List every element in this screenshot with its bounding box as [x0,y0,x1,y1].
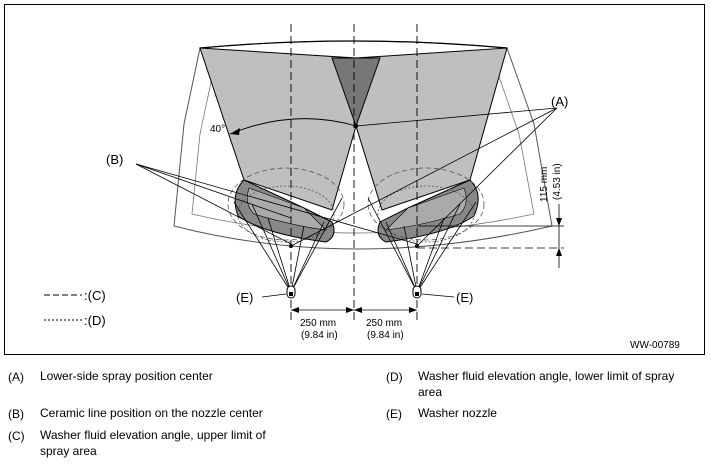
callout-e-left-leader [261,293,287,298]
legend-text-a: Lower-side spray position center [40,369,213,383]
legend-text-c-line1: Washer fluid elevation angle, upper limi… [40,428,266,442]
legend-label-d: :(D) [84,313,106,328]
right-nozzle-icon [412,285,422,299]
dim-arrow-top [556,218,562,226]
legend-text-b: Ceramic line position on the nozzle cent… [40,406,263,420]
callout-e-right: (E) [456,290,473,305]
legend-key-a: (A) [8,370,24,384]
right-spacing-mm: 250 mm [366,318,402,329]
callout-a: (A) [551,94,568,109]
legend-text-c-line2: spray area [40,444,97,458]
dim-vertical-mm: 115 mm [539,167,550,202]
callout-b-leader-2 [135,163,418,245]
legend-key-c: (C) [8,429,25,443]
legend-key-b: (B) [8,407,24,421]
right-spacing-in: (9.84 in) [367,330,404,341]
callout-e-right-leader [421,293,455,298]
left-spacing-in: (9.84 in) [301,330,338,341]
figure-frame [4,4,705,355]
upper-center-dot [353,123,359,129]
dim-arrow-bottom [556,248,562,256]
overlap-area [331,57,381,128]
legend-text-d-line2: area [418,385,443,399]
left-lower-spray-inner [247,187,327,231]
right-lower-limit-outline [377,185,475,243]
left-upper-limit-outline [227,167,345,241]
legend-key-d: (D) [386,370,403,384]
callout-a-leader-2 [416,107,558,247]
callout-b-leader-1 [135,163,292,219]
legend-label-c: :(C) [84,288,106,303]
callout-b: (B) [106,152,123,167]
dim-vertical-in: (4.53 in) [552,163,563,200]
spacing-arrow-right [409,307,417,313]
left-nozzle-icon [286,285,296,299]
figure-id: WW-00789 [630,340,680,351]
legend-text-d-line1: Washer fluid elevation angle, lower limi… [418,369,675,383]
angle-arrow [230,128,240,135]
legend-key-e: (E) [386,407,402,421]
left-spray-rays [233,197,343,293]
callout-e-left: (E) [236,290,253,305]
spacing-arrow-mid-right [354,307,362,313]
callout-a-leader-1 [355,107,558,127]
spacing-arrow-left [291,307,299,313]
left-lower-limit-outline [237,185,335,243]
callout-a-leader-3 [290,107,558,247]
washer-spray-diagram: 40° (A) (B) 115 mm (4.53 in) (E) (E) 250… [4,4,706,356]
right-upper-limit-outline [367,167,485,241]
left-spray-area [199,47,357,211]
left-spacing-mm: 250 mm [300,318,336,329]
spacing-arrow-mid-left [346,307,354,313]
legend-text-e: Washer nozzle [418,406,497,420]
diagram-svg: 40° (A) (B) 115 mm (4.53 in) (E) (E) 250… [4,4,705,355]
callout-b-leader-3 [135,163,292,245]
angle-arc [229,118,357,135]
angle-label: 40° [210,124,225,135]
right-spray-rays [367,197,477,293]
